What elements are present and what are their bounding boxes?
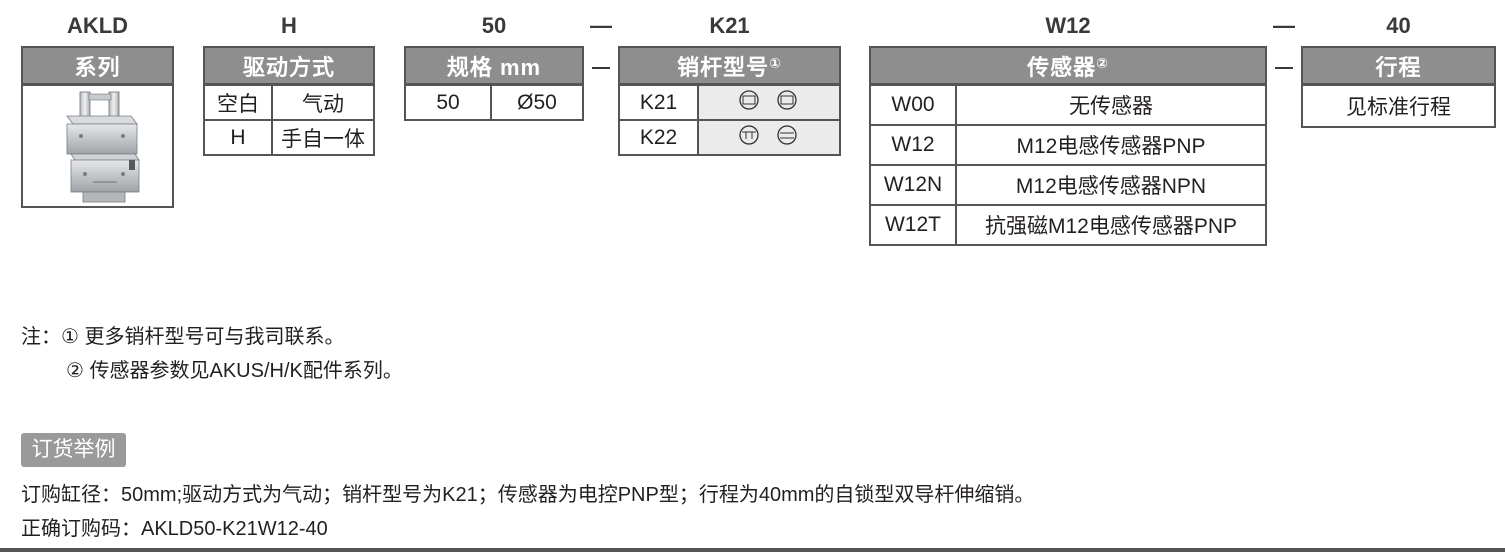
table-row: W12T 抗强磁M12电感传感器PNP	[869, 204, 1267, 246]
sensor-code-cell: W00	[869, 84, 957, 126]
table-row: W12 M12电感传感器PNP	[869, 124, 1267, 166]
header-stroke: 行程	[1301, 46, 1496, 85]
header-drive: 驱动方式	[203, 46, 375, 85]
note-line-1: 注：① 更多销杆型号可与我司联系。	[21, 326, 345, 348]
sensor-desc-cell: M12电感传感器PNP	[955, 124, 1267, 166]
header-size-label: 规格 mm	[446, 55, 542, 80]
code-size: 50	[481, 13, 507, 38]
code-pin: K21	[709, 13, 750, 38]
table-row: K22	[618, 119, 841, 156]
sensor-table: W00 无传感器 W12 M12电感传感器PNP W12N M12电感传感器NP…	[869, 84, 1267, 246]
dash-header-2	[1275, 67, 1293, 69]
header-series: 系列	[21, 46, 174, 85]
note-line-2: ② 传感器参数见AKUS/H/K配件系列。	[66, 360, 403, 382]
table-row: 见标准行程	[1301, 84, 1496, 128]
code-stroke: 40	[1386, 13, 1411, 38]
sensor-code-cell: W12	[869, 124, 957, 166]
sensor-desc-cell: 抗强磁M12电感传感器PNP	[955, 204, 1267, 246]
order-example-line-2: 正确订购码：AKLD50-K21W12-40	[21, 518, 328, 540]
order-example-line-1: 订购缸径：50mm;驱动方式为气动；销杆型号为K21；传感器为电控PNP型；行程…	[21, 484, 1035, 506]
code-dash-1: —	[590, 13, 612, 38]
size-desc-cell: Ø50	[490, 84, 584, 121]
code-series: AKLD	[66, 13, 129, 38]
table-row: H 手自一体	[203, 119, 375, 156]
header-pin-note: ①	[769, 55, 782, 71]
header-series-label: 系列	[74, 55, 121, 80]
cylinder-illustration	[66, 91, 140, 203]
code-sensor: W12	[1045, 13, 1091, 38]
drive-table: 空白 气动 H 手自一体	[203, 84, 375, 156]
header-size: 规格 mm	[404, 46, 584, 85]
code-dash-2: —	[1273, 13, 1295, 38]
header-stroke-label: 行程	[1375, 55, 1422, 80]
table-row: 空白 气动	[203, 84, 375, 121]
drive-code-cell: H	[203, 119, 273, 156]
table-row: W12N M12电感传感器NPN	[869, 164, 1267, 206]
pin-shape-k22-icon	[697, 119, 841, 156]
table-row: 50 Ø50	[404, 84, 584, 121]
header-sensor-label: 传感器	[1027, 55, 1097, 80]
order-example-tag: 订货举例	[21, 433, 126, 467]
code-drive: H	[281, 13, 297, 38]
header-sensor-note: ②	[1096, 55, 1109, 71]
sensor-desc-cell: M12电感传感器NPN	[955, 164, 1267, 206]
pin-table: K21 K22	[618, 84, 841, 156]
size-code-cell: 50	[404, 84, 492, 121]
bottom-divider	[0, 548, 1505, 552]
header-sensor: 传感器②	[869, 46, 1267, 85]
header-pin-label: 销杆型号	[677, 55, 770, 80]
stroke-desc-cell: 见标准行程	[1301, 84, 1496, 128]
table-row: W00 无传感器	[869, 84, 1267, 126]
pin-code-cell: K21	[618, 84, 699, 121]
table-row: K21	[618, 84, 841, 121]
header-drive-label: 驱动方式	[242, 55, 335, 80]
stroke-table: 见标准行程	[1301, 84, 1496, 128]
pin-shape-k21-icon	[697, 84, 841, 121]
product-image	[21, 84, 174, 208]
pin-code-cell: K22	[618, 119, 699, 156]
dash-header-1	[592, 67, 610, 69]
drive-code-cell: 空白	[203, 84, 273, 121]
sensor-desc-cell: 无传感器	[955, 84, 1267, 126]
sensor-code-cell: W12N	[869, 164, 957, 206]
size-table: 50 Ø50	[404, 84, 584, 121]
header-pin: 销杆型号①	[618, 46, 841, 85]
sensor-code-cell: W12T	[869, 204, 957, 246]
drive-desc-cell: 手自一体	[271, 119, 375, 156]
drive-desc-cell: 气动	[271, 84, 375, 121]
